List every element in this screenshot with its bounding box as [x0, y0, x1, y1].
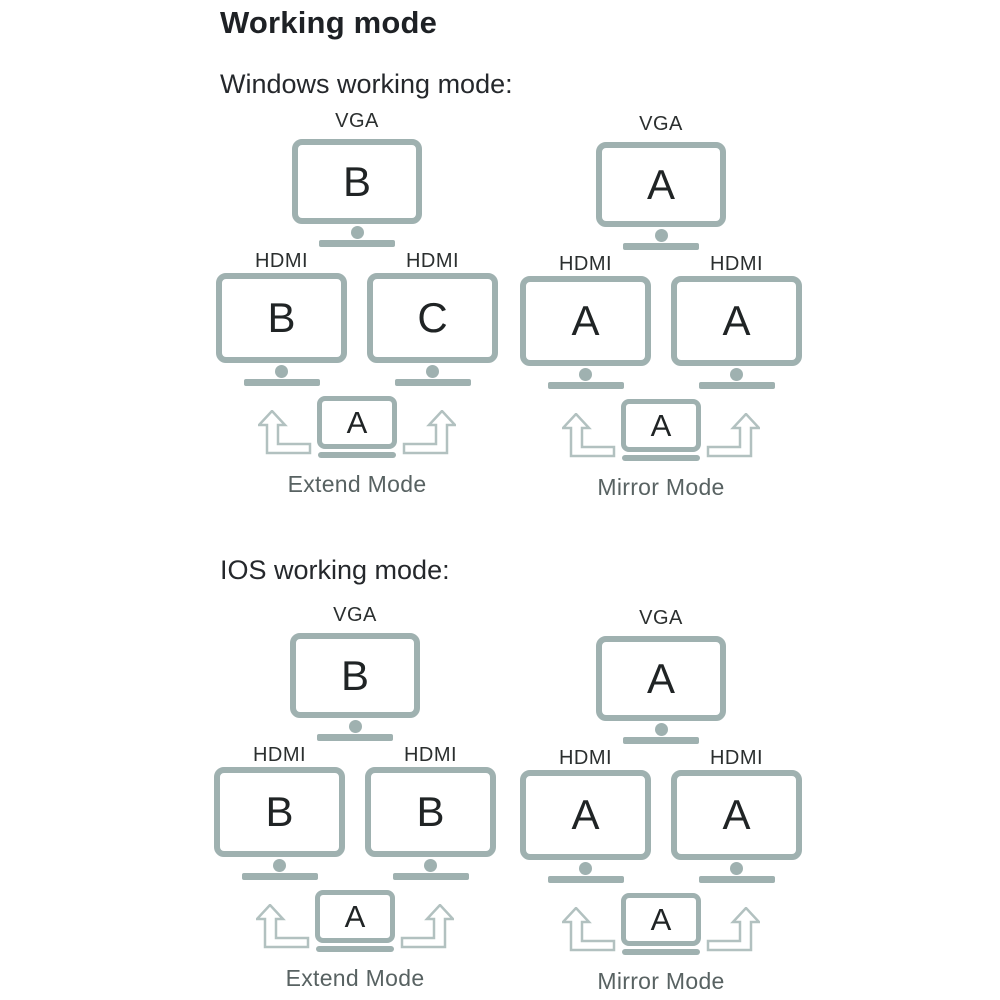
monitor-stand-dot [654, 229, 668, 242]
laptop-device: A [317, 396, 397, 458]
up-arrow-elbow-right-icon [400, 904, 454, 949]
vga-monitor-letter: B [342, 157, 371, 205]
vga-monitor-letter: B [340, 651, 369, 699]
page-title: Working mode [220, 5, 438, 40]
diagram-ios-extend: VGA B HDMI HDMI B B A [210, 604, 500, 992]
laptop-screen: A [621, 399, 701, 452]
vga-monitor-letter: A [646, 654, 675, 702]
vga-port-label: VGA [333, 604, 377, 626]
vga-monitor: B [290, 633, 420, 718]
up-arrow-elbow-right-icon [706, 413, 760, 458]
monitor-stand-bar [394, 379, 471, 386]
hdmi-monitor-right-letter: B [416, 788, 445, 835]
monitor-stand-dot [348, 720, 362, 733]
laptop-screen: A [315, 890, 395, 943]
laptop-screen: A [621, 893, 701, 946]
laptop-letter: A [344, 899, 366, 934]
monitor-stand-dot [730, 368, 743, 381]
hdmi-port-label-left: HDMI [254, 250, 309, 272]
monitor-stand-bar [243, 379, 320, 386]
monitor-stand-dot [426, 365, 439, 378]
monitor-stand-bar [623, 243, 699, 250]
laptop-base [318, 452, 396, 458]
hdmi-monitor-right-letter: A [722, 791, 751, 838]
monitor-stand-dot [654, 723, 668, 736]
laptop-base [316, 946, 394, 952]
hdmi-monitor-left: B [216, 273, 347, 363]
monitor-stand-bar [547, 382, 624, 389]
monitor-stand-bar [698, 876, 775, 883]
laptop-letter: A [650, 408, 672, 443]
laptop-screen: A [317, 396, 397, 449]
vga-port-label: VGA [639, 113, 683, 135]
up-arrow-elbow-right-icon [402, 410, 456, 455]
vga-monitor: B [292, 139, 422, 224]
monitor-stand-dot [273, 859, 286, 872]
monitor-stand-bar [317, 734, 393, 741]
hdmi-monitor-left: B [214, 767, 345, 857]
monitor-stand-bar [698, 382, 775, 389]
hdmi-monitor-left: A [520, 770, 651, 860]
hdmi-port-label-left: HDMI [558, 747, 613, 769]
hdmi-port-label-right: HDMI [709, 253, 764, 275]
hdmi-port-label-left: HDMI [252, 744, 307, 766]
monitor-stand-bar [392, 873, 469, 880]
up-arrow-elbow-left-icon [562, 907, 616, 952]
laptop-letter: A [650, 902, 672, 937]
hdmi-monitor-right: A [671, 770, 802, 860]
hdmi-monitor-left-letter: B [265, 788, 294, 835]
monitor-stand-bar [623, 737, 699, 744]
hdmi-monitor-right-letter: C [417, 294, 448, 341]
mode-caption: Mirror Mode [597, 968, 725, 994]
monitor-stand-dot [730, 862, 743, 875]
laptop-device: A [621, 399, 701, 461]
hdmi-monitor-left-letter: A [571, 297, 600, 344]
diagram-windows-extend: VGA B HDMI HDMI B C A [212, 110, 502, 498]
diagram-ios-mirror: VGA A HDMI HDMI A A A [516, 607, 806, 995]
mode-caption: Mirror Mode [597, 474, 725, 500]
hdmi-monitor-right: B [365, 767, 496, 857]
monitor-stand-bar [547, 876, 624, 883]
monitor-stand-dot [579, 862, 592, 875]
hdmi-monitor-left-letter: B [267, 294, 296, 341]
hdmi-port-label-right: HDMI [709, 747, 764, 769]
section-heading-ios: IOS working mode: [220, 555, 450, 585]
hdmi-port-label-right: HDMI [405, 250, 460, 272]
monitor-stand-bar [319, 240, 395, 247]
laptop-device: A [621, 893, 701, 955]
monitor-stand-dot [424, 859, 437, 872]
monitor-stand-bar [241, 873, 318, 880]
diagram-windows-mirror: VGA A HDMI HDMI A A A [516, 113, 806, 501]
mode-caption: Extend Mode [287, 471, 427, 497]
up-arrow-elbow-right-icon [706, 907, 760, 952]
hdmi-port-label-left: HDMI [558, 253, 613, 275]
up-arrow-elbow-left-icon [256, 904, 310, 949]
monitor-stand-dot [350, 226, 364, 239]
monitor-stand-dot [579, 368, 592, 381]
laptop-device: A [315, 890, 395, 952]
hdmi-port-label-right: HDMI [403, 744, 458, 766]
up-arrow-elbow-left-icon [562, 413, 616, 458]
laptop-base [622, 455, 700, 461]
hdmi-monitor-right: C [367, 273, 498, 363]
vga-port-label: VGA [639, 607, 683, 629]
hdmi-monitor-right-letter: A [722, 297, 751, 344]
vga-monitor: A [596, 142, 726, 227]
mode-caption: Extend Mode [285, 965, 425, 991]
vga-port-label: VGA [335, 110, 379, 132]
laptop-base [622, 949, 700, 955]
hdmi-monitor-right: A [671, 276, 802, 366]
monitor-stand-dot [275, 365, 288, 378]
section-heading-windows: Windows working mode: [220, 69, 513, 99]
laptop-letter: A [346, 405, 368, 440]
up-arrow-elbow-left-icon [258, 410, 312, 455]
vga-monitor-letter: A [646, 160, 675, 208]
hdmi-monitor-left-letter: A [571, 791, 600, 838]
hdmi-monitor-left: A [520, 276, 651, 366]
vga-monitor: A [596, 636, 726, 721]
